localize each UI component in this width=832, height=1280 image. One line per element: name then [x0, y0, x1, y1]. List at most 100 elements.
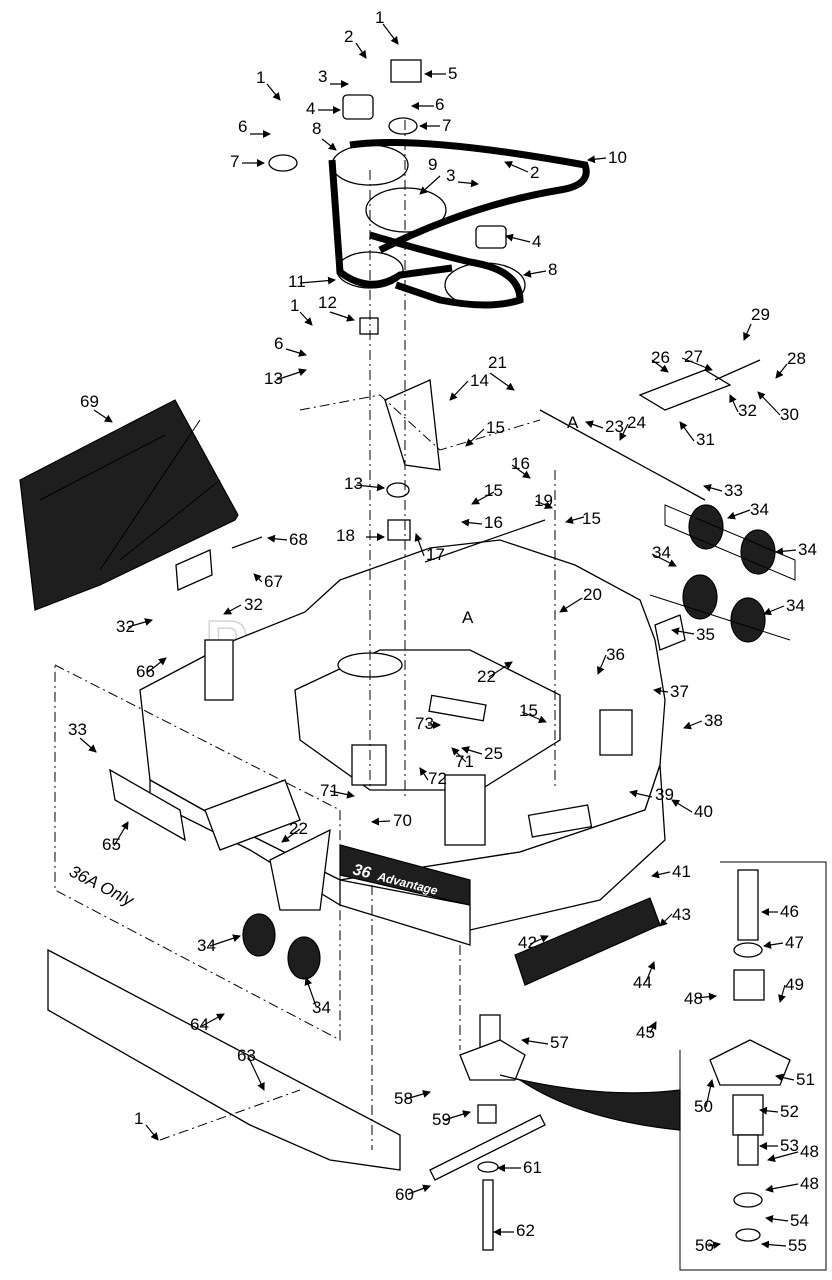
bearing-lower: [733, 1192, 763, 1208]
leader-arrow: [489, 372, 515, 391]
roller: [688, 504, 724, 550]
spring-19: [424, 519, 546, 563]
kit-note: 36A Only: [66, 862, 138, 911]
callout-label: 3: [318, 67, 327, 86]
leader-arrow: [247, 1055, 265, 1091]
leader-arrow: [759, 1106, 779, 1115]
leader-arrow: [649, 1021, 657, 1034]
callout-label: 37: [670, 682, 689, 701]
callout-label: 14: [470, 371, 489, 390]
spindle-housing-lower: [459, 1039, 526, 1081]
leader-arrow: [329, 311, 355, 322]
leader-arrow: [505, 233, 531, 243]
roller-frame: [664, 504, 796, 581]
leader-arrow: [535, 500, 553, 509]
leader-arrow: [761, 1240, 787, 1249]
leader-arrow: [529, 935, 549, 945]
callout-label: 2: [344, 27, 353, 46]
callout-label: 7: [230, 152, 239, 171]
callout-label: 71: [455, 752, 474, 771]
callout-label: 30: [780, 405, 799, 424]
callout-label: 55: [788, 1236, 807, 1255]
leader-arrow: [767, 1151, 799, 1163]
leader-arrow: [355, 483, 385, 492]
callout-label: 12: [318, 293, 337, 312]
leader-arrow: [209, 934, 241, 947]
chute-69: [19, 399, 239, 611]
callout-labels: 1 1 1 1 2 2 3 3 4 4 5 6 6 6 7 7 8 8 9 10…: [68, 8, 819, 1255]
callout-label: 15: [519, 701, 538, 720]
callout-label: 42: [518, 933, 537, 952]
pulley-9: [365, 187, 447, 233]
callout-label: 56: [695, 1236, 714, 1255]
detail-box: [679, 861, 827, 1271]
leader-arrow: [457, 179, 479, 188]
leader-arrow: [511, 464, 531, 479]
roller-group: [242, 504, 796, 980]
leader-arrow: [683, 720, 703, 730]
leader-arrow: [414, 533, 425, 557]
roller-axle: [649, 594, 791, 641]
deck-bracket-front: [444, 774, 486, 846]
leader-arrow: [488, 661, 513, 678]
bearing-7-left: [268, 154, 298, 172]
leader-arrow: [465, 428, 485, 447]
leader-arrow: [727, 509, 751, 520]
spindle-assembly-45: [679, 861, 827, 1271]
callout-label: 11: [288, 272, 306, 291]
leader-arrow: [79, 737, 97, 753]
callout-label: 33: [68, 720, 87, 739]
leader-arrow: [707, 1241, 721, 1250]
hub-4: [475, 225, 507, 249]
roller-bracket: [204, 779, 301, 851]
leader-arrow: [703, 484, 723, 492]
leader-arrow: [729, 394, 739, 413]
rod-23: [539, 409, 706, 501]
callout-label: 22: [289, 819, 308, 838]
blade-assembly: [429, 1014, 681, 1251]
callout-label: 23: [605, 417, 624, 436]
callout-label: 58: [394, 1089, 413, 1108]
callout-label: 43: [672, 905, 691, 924]
leader-arrow: [743, 323, 752, 341]
callout-label: 59: [432, 1110, 451, 1129]
callout-label: 15: [484, 481, 503, 500]
leader-arrow: [651, 553, 677, 567]
callout-label: 15: [582, 509, 601, 528]
bracket-35: [654, 614, 686, 651]
callout-label: 4: [306, 99, 315, 118]
callout-label: 8: [312, 119, 321, 138]
callout-label: 50: [694, 1097, 713, 1116]
leader-arrow: [659, 913, 673, 927]
leader-arrow: [619, 423, 629, 441]
callout-label: 32: [738, 401, 757, 420]
leader-arrow: [559, 597, 583, 613]
callout-label: 67: [264, 572, 283, 591]
bracket-24: [638, 369, 732, 411]
callout-label: 34: [798, 540, 817, 559]
belt-main: [368, 231, 524, 309]
callout-label: 40: [694, 802, 713, 821]
discharge-chute: [19, 399, 263, 611]
leader-arrow: [93, 409, 113, 423]
leader-arrow: [267, 534, 288, 543]
callout-label: 24: [627, 413, 646, 432]
callout-label: 15: [486, 418, 505, 437]
callout-label: 28: [787, 349, 806, 368]
callout-label: 68: [289, 530, 308, 549]
callout-label: 22: [477, 667, 496, 686]
callout-label: 34: [786, 596, 805, 615]
callout-label: 31: [696, 430, 715, 449]
callout-label: 5: [448, 64, 457, 83]
callout-label: 17: [426, 545, 445, 564]
deck-decal-2: [428, 694, 487, 722]
callout-label: 32: [244, 595, 263, 614]
callout-label: 52: [780, 1102, 799, 1121]
callout-label: 48: [684, 989, 703, 1008]
callout-label: 36: [606, 645, 625, 664]
callout-label: 26: [651, 348, 670, 367]
leader-arrow: [147, 657, 167, 673]
link-27: [714, 359, 761, 381]
leader-arrow: [629, 789, 653, 798]
